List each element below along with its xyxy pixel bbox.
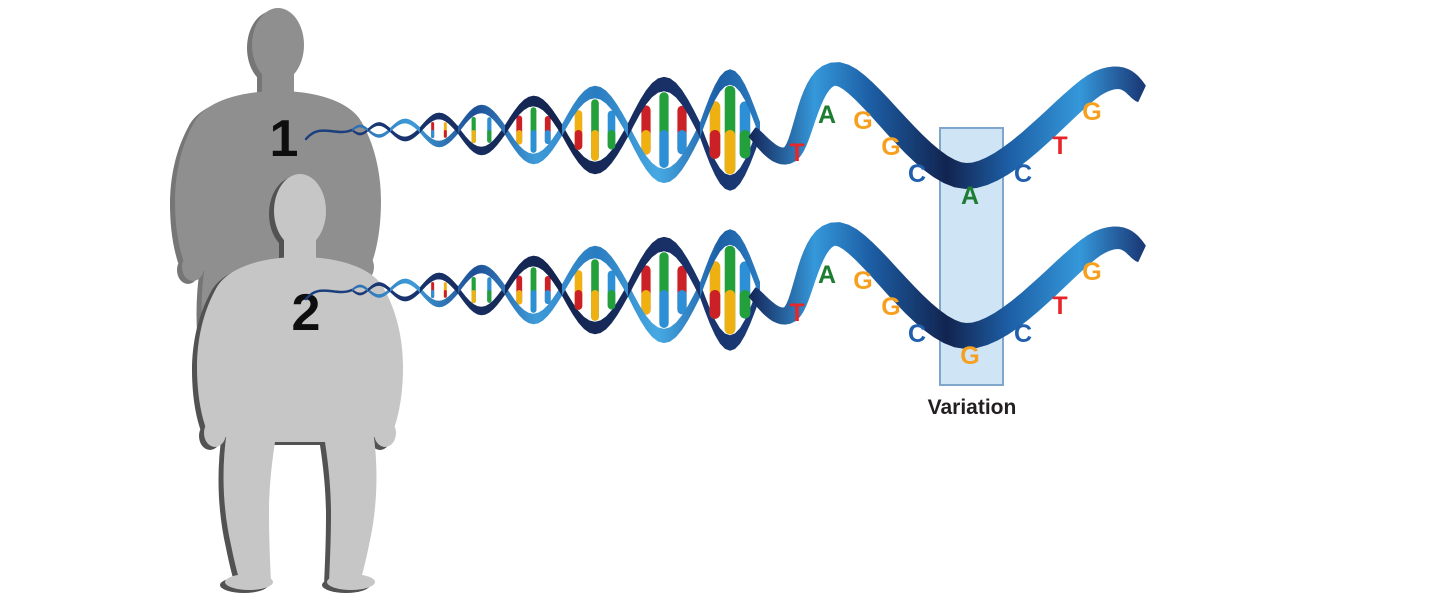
base-pair-rung [431,290,435,299]
person-1-number: 1 [270,110,299,168]
helix-weave-overlap [505,95,562,136]
helix-weave-overlap [628,236,700,298]
base-pair-rung [471,290,476,304]
base-letter-C: C [908,160,926,188]
helix-weave-overlap [420,112,458,134]
base-letter-G: G [881,293,900,321]
base-pair-rung [607,130,616,150]
base-pair-rung [677,290,687,315]
helix-front-strand [352,229,760,344]
dna-filament [304,128,354,141]
base-pair-rung [530,130,537,153]
base-pair-rung [544,290,551,305]
base-pair-rung [724,130,736,175]
base-pair-rung [487,130,492,143]
base-pair-rung [724,290,736,335]
dna-filament [304,288,354,301]
helix-weave-overlap [505,255,562,296]
base-pair-rung [607,290,616,310]
base-pair-rung [574,290,583,310]
helix-weave-overlap [420,272,458,294]
base-pair-rung [574,130,583,150]
base-letter-G: G [1082,98,1101,126]
helix-back-strand [352,236,760,351]
base-letter-T: T [789,139,804,167]
helix-back-strand [352,76,760,191]
base-pair-rung [487,290,492,303]
base-letter-G: G [881,133,900,161]
base-pair-rung [659,130,669,168]
base-letter-C: C [908,320,926,348]
variation-label: Variation [928,396,1017,419]
base-pair-rung [641,130,651,155]
unwound-ribbon [748,62,1146,189]
base-letter-G: G [853,267,872,295]
base-letter-C: C [1014,320,1032,348]
base-pair-rung [677,130,687,155]
base-letter-A: A [818,261,836,289]
base-pair-rung [659,290,669,328]
base-pair-rung [530,290,537,313]
base-pair-rung [739,290,751,319]
helix-weave-overlap [628,76,700,138]
base-letter-T: T [1052,132,1067,160]
base-pair-rung [739,130,751,159]
base-pair-rung [443,290,447,298]
base-letter-T: T [1052,292,1067,320]
base-pair-rung [431,130,435,139]
base-letter-G: G [1082,258,1101,286]
helix-front-strand [352,69,760,184]
base-pair-rung [709,290,721,319]
base-pair-rung [471,130,476,144]
unwound-ribbon [748,222,1146,349]
base-pair-rung [591,130,599,161]
base-letter-A: A [818,101,836,129]
base-pair-rung [516,290,523,305]
base-letter-A: A [961,182,979,210]
helix-weave-overlap [368,282,390,292]
base-pair-rung [544,130,551,145]
base-letter-G: G [960,342,979,370]
base-letter-T: T [789,299,804,327]
base-letter-C: C [1014,160,1032,188]
base-pair-rung [591,290,599,321]
base-letter-G: G [853,107,872,135]
base-pair-rung [641,290,651,315]
person-2-number: 2 [292,284,321,342]
base-pair-rung [709,130,721,159]
base-pair-rung [443,130,447,138]
helix-weave-overlap [368,122,390,132]
base-pair-rung [516,130,523,145]
